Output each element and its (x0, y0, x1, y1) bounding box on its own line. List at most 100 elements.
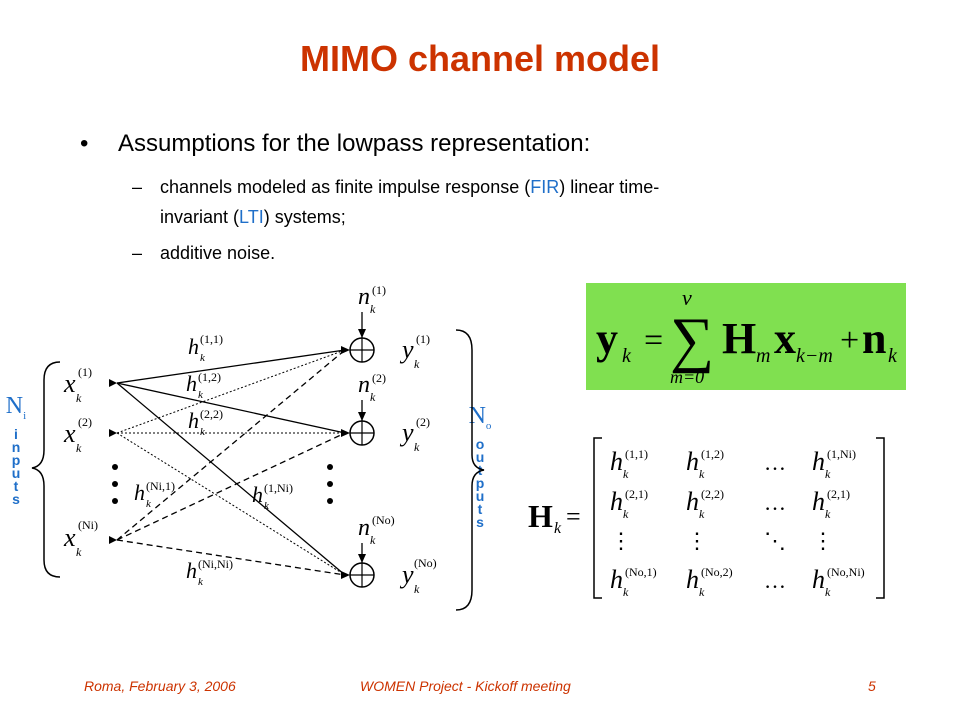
y-sup-2: (2) (416, 415, 430, 429)
n-sup-2: (2) (372, 371, 386, 385)
matrix-cell-sup: (1,1) (625, 447, 648, 461)
matrix-right-bracket (876, 437, 885, 599)
sub-text-a: channels modeled as finite impulse respo… (160, 177, 531, 197)
y-sup-1: (1) (416, 332, 430, 346)
x-sub-2: k (76, 441, 82, 455)
matrix-left-bracket (593, 437, 602, 599)
n-sup-1: (1) (372, 283, 386, 297)
lti-acronym: LTI (239, 207, 264, 227)
matrix-cell: h (812, 565, 825, 594)
matrix-cell-sup: (No,1) (625, 565, 657, 579)
mimo-diagram: x k (1) x k (2) x k (Ni) y k (1) y k (2)… (31, 283, 485, 611)
formula-eq: = (644, 322, 663, 359)
formula-k: k (622, 345, 632, 367)
sub-bullet-dash: – (132, 243, 143, 263)
ni-symbol: N (5, 393, 24, 419)
y-sub-no: k (414, 582, 420, 596)
slide-title: MIMO channel model (299, 38, 661, 79)
h-sub: k (200, 352, 206, 364)
bullet-text: Assumptions for the lowpass representati… (118, 130, 591, 157)
h-label-1-2: h (186, 371, 197, 396)
matrix-cell: … (764, 568, 786, 593)
matrix-cell-sub: k (699, 467, 705, 481)
x-sub-ni: k (76, 545, 82, 559)
formula-box: y k = ∑ ν m=0 H m x k−m + n k (586, 283, 906, 390)
x-label-1: x (63, 369, 76, 398)
sub-bullet-item: – channels modeled as finite impulse res… (80, 172, 880, 232)
channel-line-1-2 (116, 382, 346, 434)
matrix-cell: h (686, 447, 699, 476)
sub-text: additive noise. (160, 243, 276, 263)
input-arrow-ni (109, 536, 117, 544)
matrix-cell-sup: (2,1) (625, 487, 648, 501)
h-sup-1-2: (1,2) (198, 370, 221, 384)
formula-kminusm: k−m (796, 345, 833, 367)
matrix-cell: h (610, 487, 623, 516)
n-sup-no: (No) (372, 513, 395, 527)
matrix-cell-sub: k (825, 467, 831, 481)
matrix-cell-sup: (1,Ni) (827, 447, 856, 461)
matrix-cell-sub: k (699, 585, 705, 599)
formula-k2: k (888, 345, 898, 367)
h-sub: k (198, 576, 204, 588)
matrix-lhs-k: k (554, 520, 562, 537)
matrix-eq: = (566, 502, 581, 531)
h-label-ni-ni: h (186, 558, 197, 583)
sub-text-c: ) linear time- (559, 177, 660, 197)
outputs-label: No o u t p u t s (466, 404, 494, 529)
matrix-cell: ⋱ (764, 528, 786, 553)
left-brace (31, 361, 61, 578)
h-sup-2-2: (2,2) (200, 407, 223, 421)
matrix-cell-sub: k (825, 507, 831, 521)
formula-x: x (774, 314, 796, 363)
h-sup-1-1: (1,1) (200, 332, 223, 346)
matrix-cell: h (610, 565, 623, 594)
h-label-2-2: h (188, 408, 199, 433)
sub-bullet-dash: – (132, 177, 143, 197)
slide-number: 5 (868, 678, 876, 694)
matrix-cell-sub: k (623, 507, 629, 521)
h-sub: k (264, 500, 270, 512)
h-sup-1-ni: (1,Ni) (264, 481, 293, 495)
n-sub-no: k (370, 533, 376, 547)
input-ellipsis-dot (112, 464, 118, 470)
sub-text-f: ) systems; (263, 207, 346, 227)
h-sup-ni-1: (Ni,1) (146, 479, 175, 493)
no-subscript: o (485, 419, 492, 432)
matrix-cell-sub: k (825, 585, 831, 599)
n-label-no: n (358, 515, 370, 541)
footer-project: WOMEN Project - Kickoff meeting (360, 678, 571, 694)
channel-line-1-1 (116, 349, 346, 384)
channel-line-2-1 (116, 349, 346, 434)
matrix-cell: … (764, 490, 786, 515)
matrix-cell: ⋮ (610, 528, 632, 553)
bullet-dot: • (80, 130, 89, 157)
y-sub-1: k (414, 357, 420, 371)
n-sub-1: k (370, 302, 376, 316)
matrix-cell-sub: k (623, 585, 629, 599)
h-sub: k (146, 498, 152, 510)
sub-bullet-item: – additive noise. (80, 238, 880, 268)
h-sub: k (198, 389, 204, 401)
matrix-cell-sup: (2,1) (827, 487, 850, 501)
h-label-1-ni: h (252, 482, 263, 507)
x-sup-ni: (Ni) (78, 518, 98, 532)
x-label-2: x (63, 419, 76, 448)
matrix-cell: h (686, 487, 699, 516)
output-ellipsis-dot (327, 464, 333, 470)
sub-text-d: invariant ( (160, 207, 240, 227)
matrix-lhs-H: H (528, 498, 553, 534)
y-sub-2: k (414, 440, 420, 454)
ni-subscript: i (23, 409, 27, 422)
formula-plus: + (840, 322, 859, 359)
y-label-no: y (399, 560, 414, 589)
input-arrow-2 (109, 429, 117, 437)
x-sup-2: (2) (78, 415, 92, 429)
formula-m: m (756, 345, 770, 367)
n-label-2: n (358, 372, 370, 398)
matrix-cell: h (812, 447, 825, 476)
h-label-ni-1: h (134, 480, 145, 505)
inputs-label: Ni i n p u t s (2, 394, 30, 506)
channel-line-ni-2 (116, 432, 346, 541)
y-sup-no: (No) (414, 556, 437, 570)
